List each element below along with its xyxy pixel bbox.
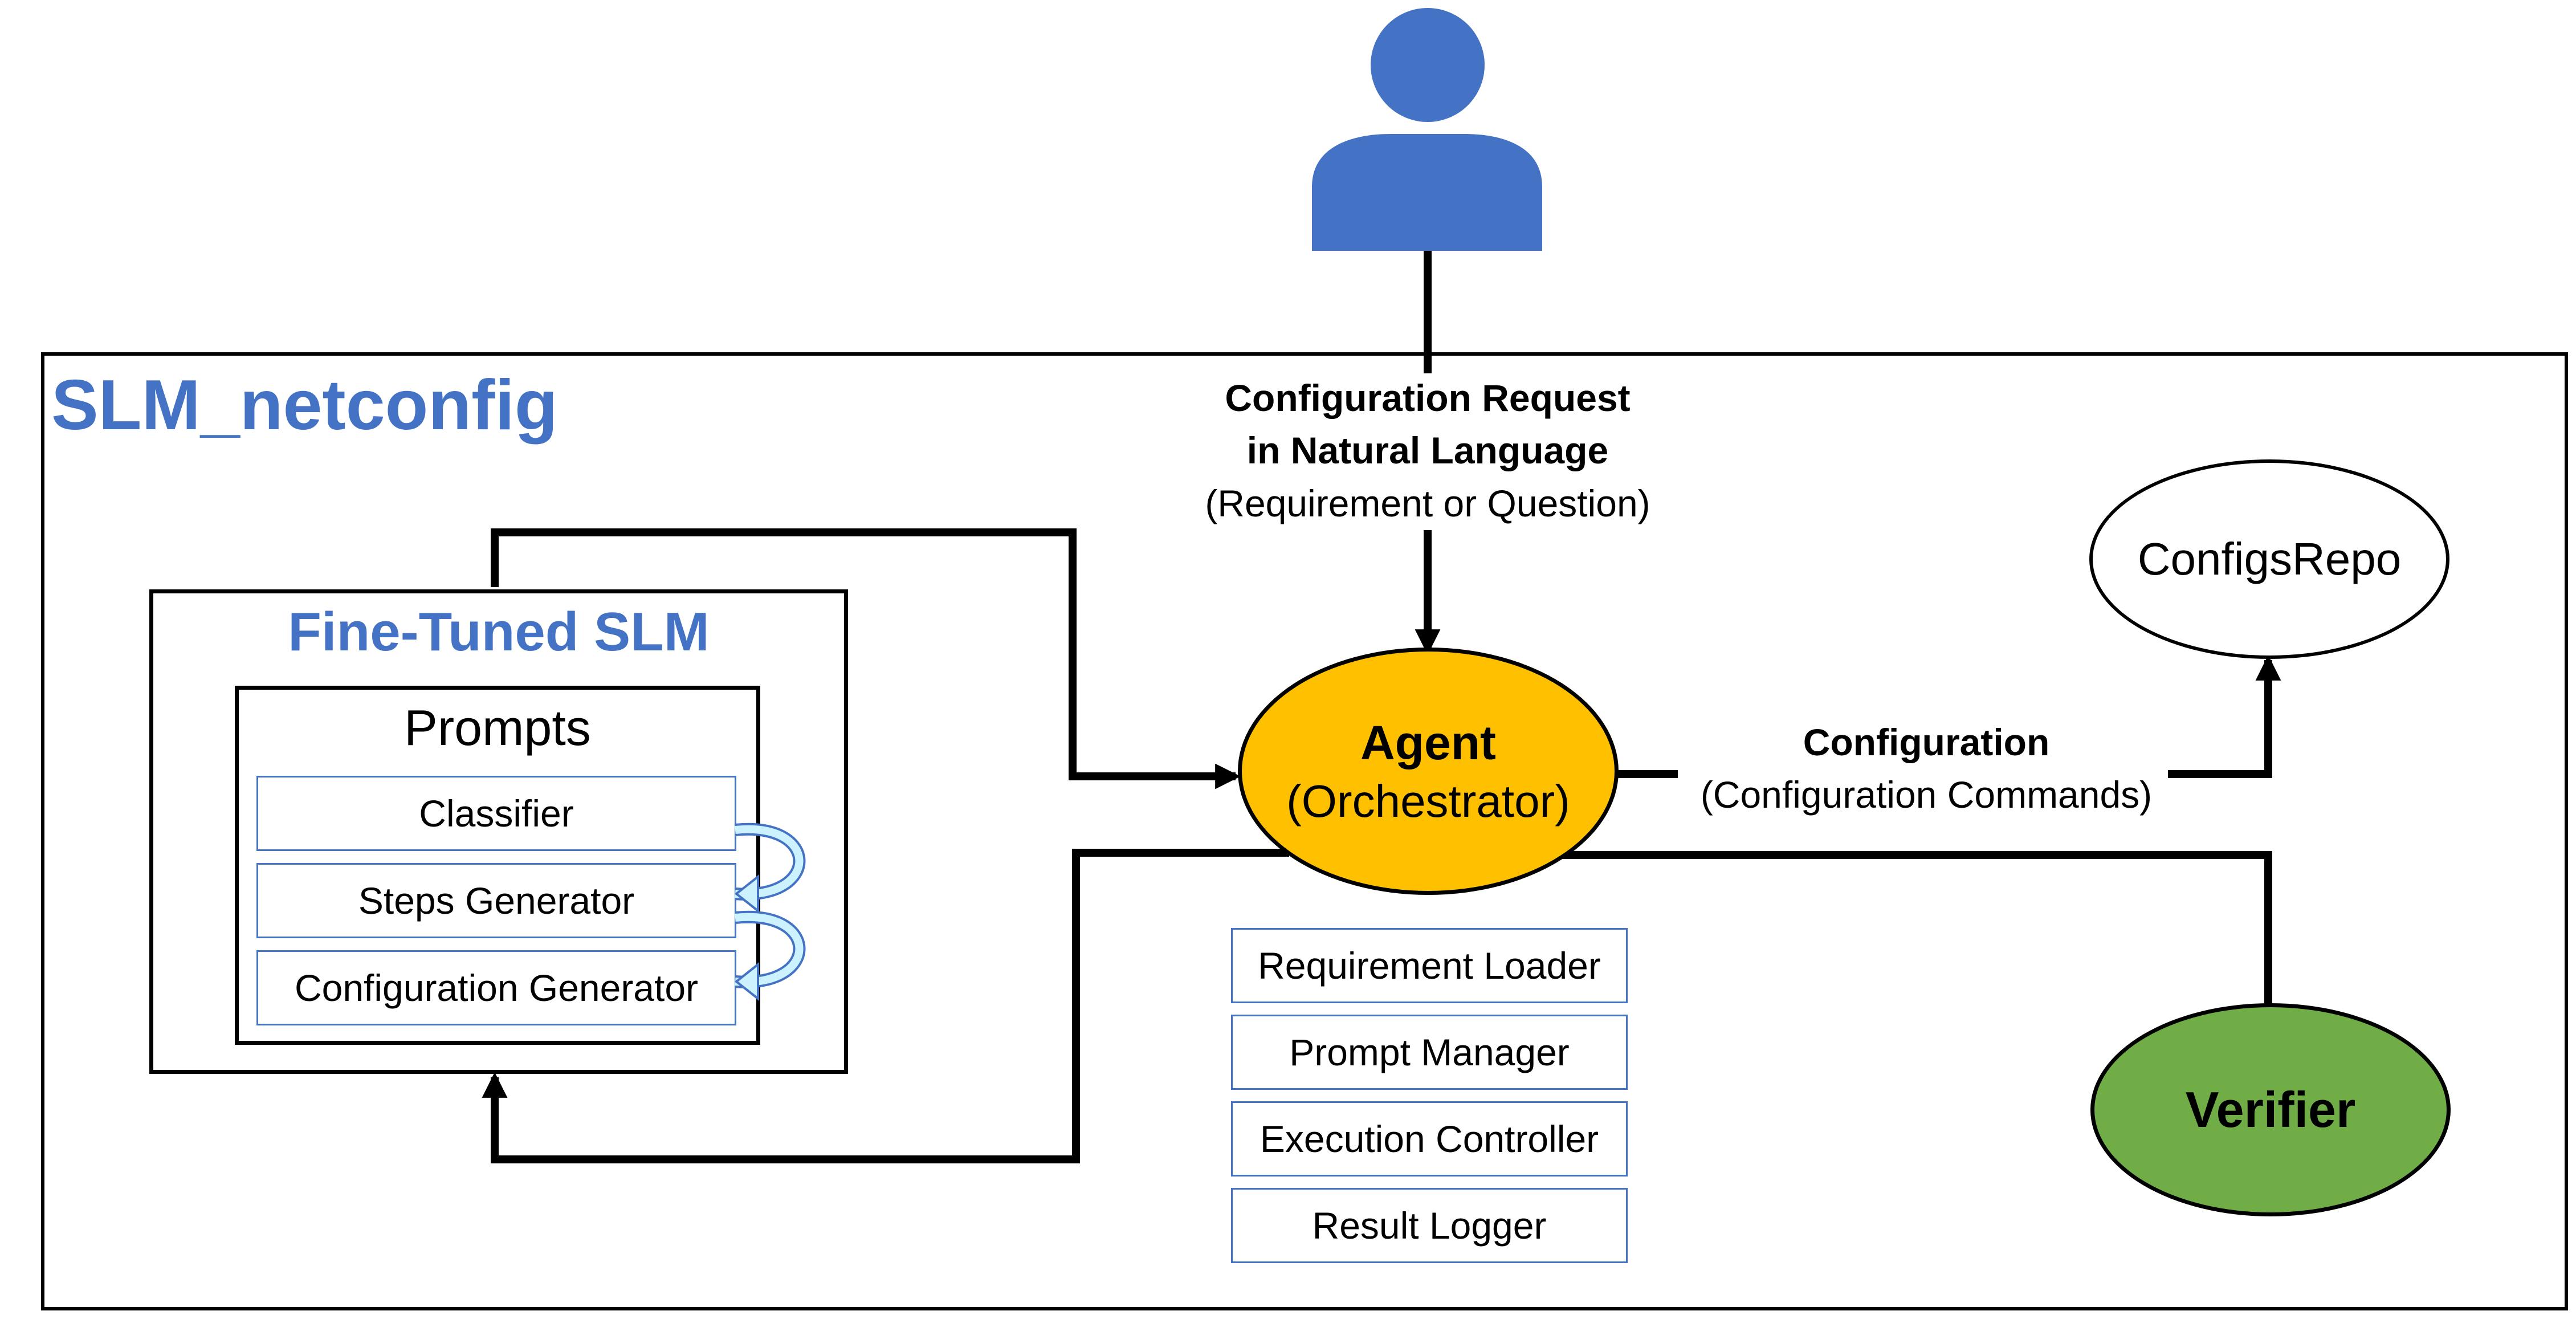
request-label-line2: in Natural Language: [1246, 429, 1609, 472]
agent-verifier-line: [1562, 851, 2272, 1004]
cycle-arrow-steps-to-config-icon: [734, 910, 806, 1002]
prompt-configuration-generator: Configuration Generator: [256, 950, 736, 1025]
module-requirement-loader: Requirement Loader: [1231, 928, 1628, 1003]
module-result-logger: Result Logger: [1231, 1188, 1628, 1263]
prompts-title: Prompts: [404, 699, 591, 756]
configuration-to-repo-arrow: [2168, 655, 2281, 778]
configuration-label-line1: Configuration: [1803, 721, 2050, 763]
agent-orchestrator-node: Agent (Orchestrator): [1238, 648, 1619, 895]
fine-tuned-slm-title: Fine-Tuned SLM: [288, 601, 710, 662]
prompt-steps-generator: Steps Generator: [256, 863, 736, 938]
request-label-line1: Configuration Request: [1225, 377, 1631, 419]
agent-title: Agent: [1360, 715, 1496, 770]
prompt-classifier: Classifier: [256, 776, 736, 851]
agent-subtitle: (Orchestrator): [1286, 775, 1570, 827]
request-label: Configuration Request in Natural Languag…: [1143, 372, 1713, 530]
system-title: SLM_netconfig: [51, 366, 558, 445]
slm-to-agent-arrow: [491, 528, 1241, 789]
configuration-label: Configuration (Configuration Commands): [1641, 716, 2211, 821]
module-execution-controller: Execution Controller: [1231, 1101, 1628, 1176]
system-boundary: [41, 352, 2568, 1310]
cycle-arrow-classifier-to-steps-icon: [734, 823, 806, 914]
request-label-line3: (Requirement or Question): [1205, 482, 1650, 524]
configuration-label-line2: (Configuration Commands): [1700, 774, 2153, 816]
module-prompt-manager: Prompt Manager: [1231, 1015, 1628, 1090]
user-person-icon: [1312, 8, 1542, 251]
agent-to-slm-arrow: [482, 849, 1289, 1163]
configs-repo-node: ConfigsRepo: [2089, 459, 2449, 659]
verifier-node: Verifier: [2090, 1003, 2451, 1216]
